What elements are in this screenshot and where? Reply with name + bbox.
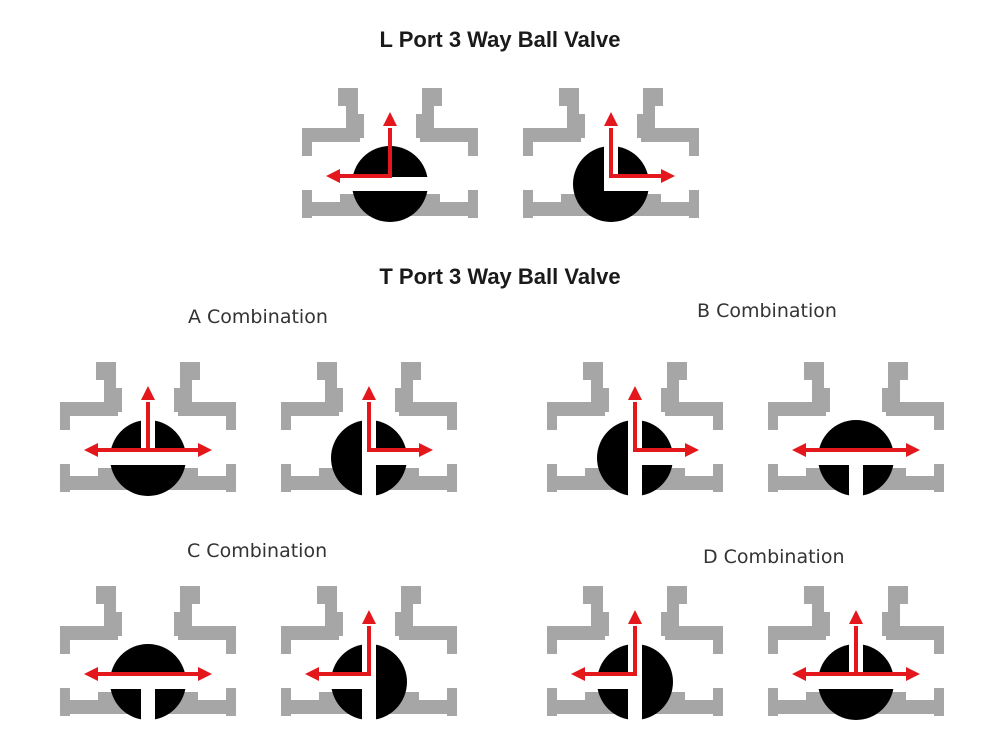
port-down (628, 451, 642, 500)
valve-diagram-c-combination-1 (60, 586, 236, 724)
valve-diagram-b-combination-1 (547, 362, 723, 500)
port-right (383, 177, 432, 191)
valve-diagram-l-port-2 (523, 88, 699, 222)
port-down (141, 675, 155, 724)
a-combination-label: A Combination (188, 306, 328, 328)
port-right (604, 177, 653, 191)
t-port-title: T Port 3 Way Ball Valve (379, 264, 621, 289)
flow-arrows (84, 667, 212, 681)
valve-diagram-d-combination-2 (768, 586, 944, 720)
ball-with-ports (814, 640, 898, 720)
valve-body (547, 362, 723, 492)
flow-arrows (571, 610, 642, 681)
d-combination-label: D Combination (703, 546, 845, 568)
port-down (362, 675, 376, 724)
ball-with-ports (348, 146, 432, 222)
ball-with-ports (814, 420, 898, 500)
l-port-title: L Port 3 Way Ball Valve (379, 27, 621, 52)
valve-diagram-a-combination-1 (60, 362, 236, 496)
valve-diagram-a-combination-2 (281, 362, 457, 500)
c-combination-label: C Combination (187, 540, 328, 562)
flow-arrows (604, 112, 675, 183)
flow-arrows (326, 112, 397, 183)
flow-arrows (628, 386, 699, 457)
valve-diagram-d-combination-1 (547, 586, 723, 724)
flow-arrows (792, 443, 920, 457)
ball-with-ports (106, 416, 190, 496)
flow-arrows (792, 610, 920, 681)
port-right (141, 451, 190, 465)
valve-body (60, 362, 236, 492)
port-down (628, 675, 642, 724)
port-down (849, 451, 863, 500)
flow-arrows (362, 386, 433, 457)
valve-diagram-l-port-1 (302, 88, 478, 222)
port-right (849, 675, 898, 689)
ball-with-ports (597, 416, 677, 500)
ball-with-ports (106, 644, 190, 724)
valve-diagram-b-combination-2 (768, 362, 944, 500)
valve-body (281, 362, 457, 492)
flow-arrows (84, 386, 212, 457)
flow-arrows (305, 610, 376, 681)
valve-diagram-c-combination-2 (281, 586, 457, 724)
port-down (362, 451, 376, 500)
valve-body (302, 88, 478, 218)
b-combination-label: B Combination (697, 300, 837, 322)
